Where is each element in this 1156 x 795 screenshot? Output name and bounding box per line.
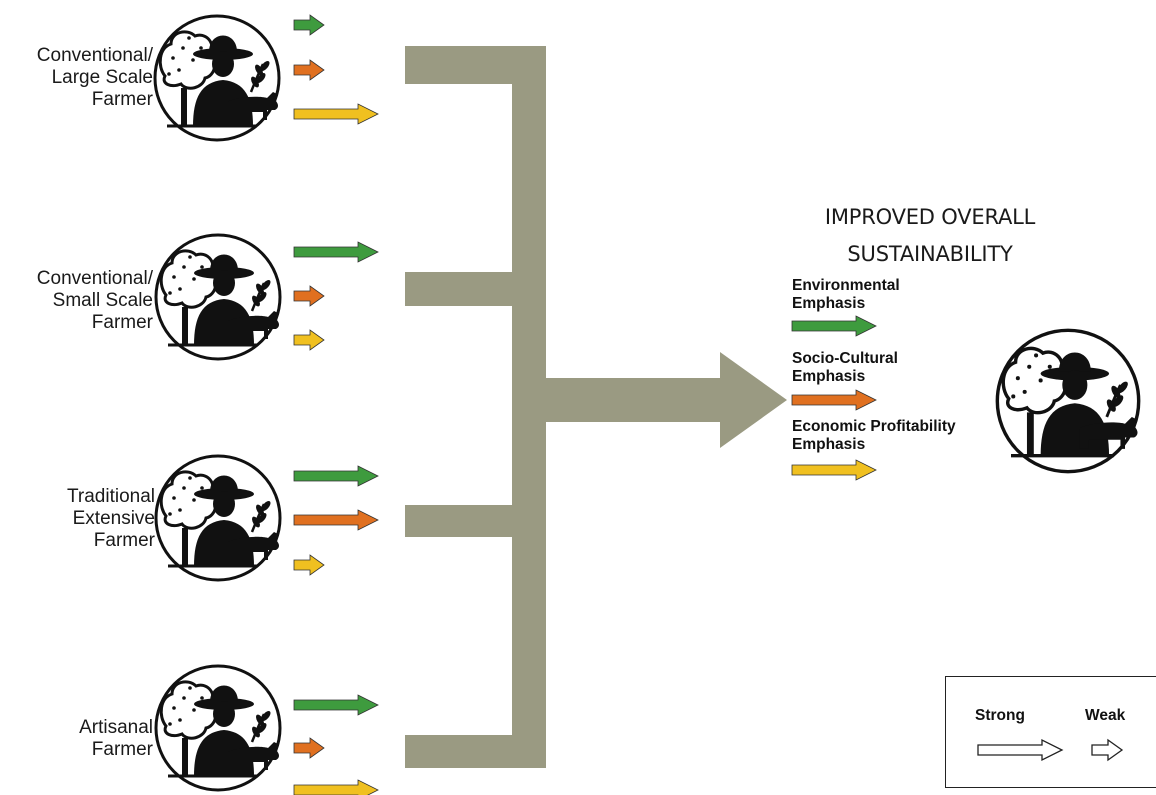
farmer-label-line: Farmer	[91, 739, 153, 760]
connector-bracket	[405, 46, 787, 768]
outcome-farmer-emblem	[995, 328, 1141, 474]
farmer-label-line: Farmer	[91, 89, 153, 110]
farmer-label-small: Conventional/ Small Scale Farmer	[3, 268, 153, 334]
arrow-large-socio_cultural-weak	[293, 59, 325, 81]
emphasis-label-socio-cultural: Socio-Cultural Emphasis	[792, 350, 898, 386]
farmer-label-line: Conventional/	[36, 45, 153, 66]
farmer-label-line: Artisanal	[79, 717, 153, 738]
legend-strong-arrow	[977, 738, 1064, 762]
emphasis-label-line: Emphasis	[792, 295, 866, 312]
legend-arrows	[977, 738, 1124, 762]
emphasis-label-line: Emphasis	[792, 436, 866, 453]
arrow-large-economic-strong	[293, 103, 379, 125]
outcome-arrow-economic	[791, 459, 877, 481]
arrow-small-environmental-strong	[293, 241, 379, 263]
legend-box	[945, 676, 1156, 788]
farmer-emblem-traditional	[154, 454, 282, 582]
farmer-label-line: Farmer	[91, 312, 153, 333]
arrow-artisanal-socio_cultural-weak	[293, 737, 325, 759]
arrow-small-economic-weak	[293, 329, 325, 351]
outcome-title-line-1: IMPROVED OVERALL	[824, 205, 1036, 229]
farmer-label-line: Traditional	[66, 486, 155, 507]
farmer-emblem-artisanal	[154, 664, 282, 792]
outcome-arrows	[791, 315, 877, 481]
outcome-title-line-2: SUSTAINABILITY	[847, 242, 1013, 266]
outcome-arrow-environmental	[791, 315, 877, 337]
emphasis-label-line: Environmental	[792, 277, 900, 294]
farmer-emblem-small	[154, 233, 282, 361]
farmer-arrows	[293, 14, 379, 795]
farmer-label-artisanal: Artisanal Farmer	[3, 717, 153, 761]
arrow-small-socio_cultural-weak	[293, 285, 325, 307]
legend-weak-arrow	[1091, 738, 1124, 762]
emphasis-label-line: Socio-Cultural	[792, 350, 898, 367]
farmer-label-large: Conventional/ Large Scale Farmer	[3, 45, 153, 111]
connector-shape	[405, 46, 787, 768]
arrow-artisanal-economic-strong	[293, 779, 379, 795]
arrow-traditional-environmental-strong	[293, 465, 379, 487]
arrow-artisanal-environmental-strong	[293, 694, 379, 716]
arrow-traditional-economic-weak	[293, 554, 325, 576]
arrow-traditional-socio_cultural-strong	[293, 509, 379, 531]
farmer-label-line: Small Scale	[52, 290, 153, 311]
emphasis-label-line: Emphasis	[792, 368, 866, 385]
farmer-label-traditional: Traditional Extensive Farmer	[5, 486, 155, 552]
farmer-label-line: Farmer	[93, 530, 155, 551]
farmer-label-line: Extensive	[72, 508, 155, 529]
farmer-label-line: Conventional/	[36, 268, 153, 289]
arrow-large-environmental-weak	[293, 14, 325, 36]
farmer-label-line: Large Scale	[51, 67, 153, 88]
legend-strong-label: Strong	[975, 707, 1025, 724]
legend-weak-label: Weak	[1085, 707, 1126, 724]
emphasis-label-environmental: Environmental Emphasis	[792, 277, 900, 313]
farmer-emblem-large	[153, 14, 281, 142]
outcome-arrow-socio_cultural	[791, 389, 877, 411]
emphasis-label-line: Economic Profitability	[792, 418, 956, 435]
emphasis-label-economic: Economic Profitability Emphasis	[792, 418, 956, 454]
